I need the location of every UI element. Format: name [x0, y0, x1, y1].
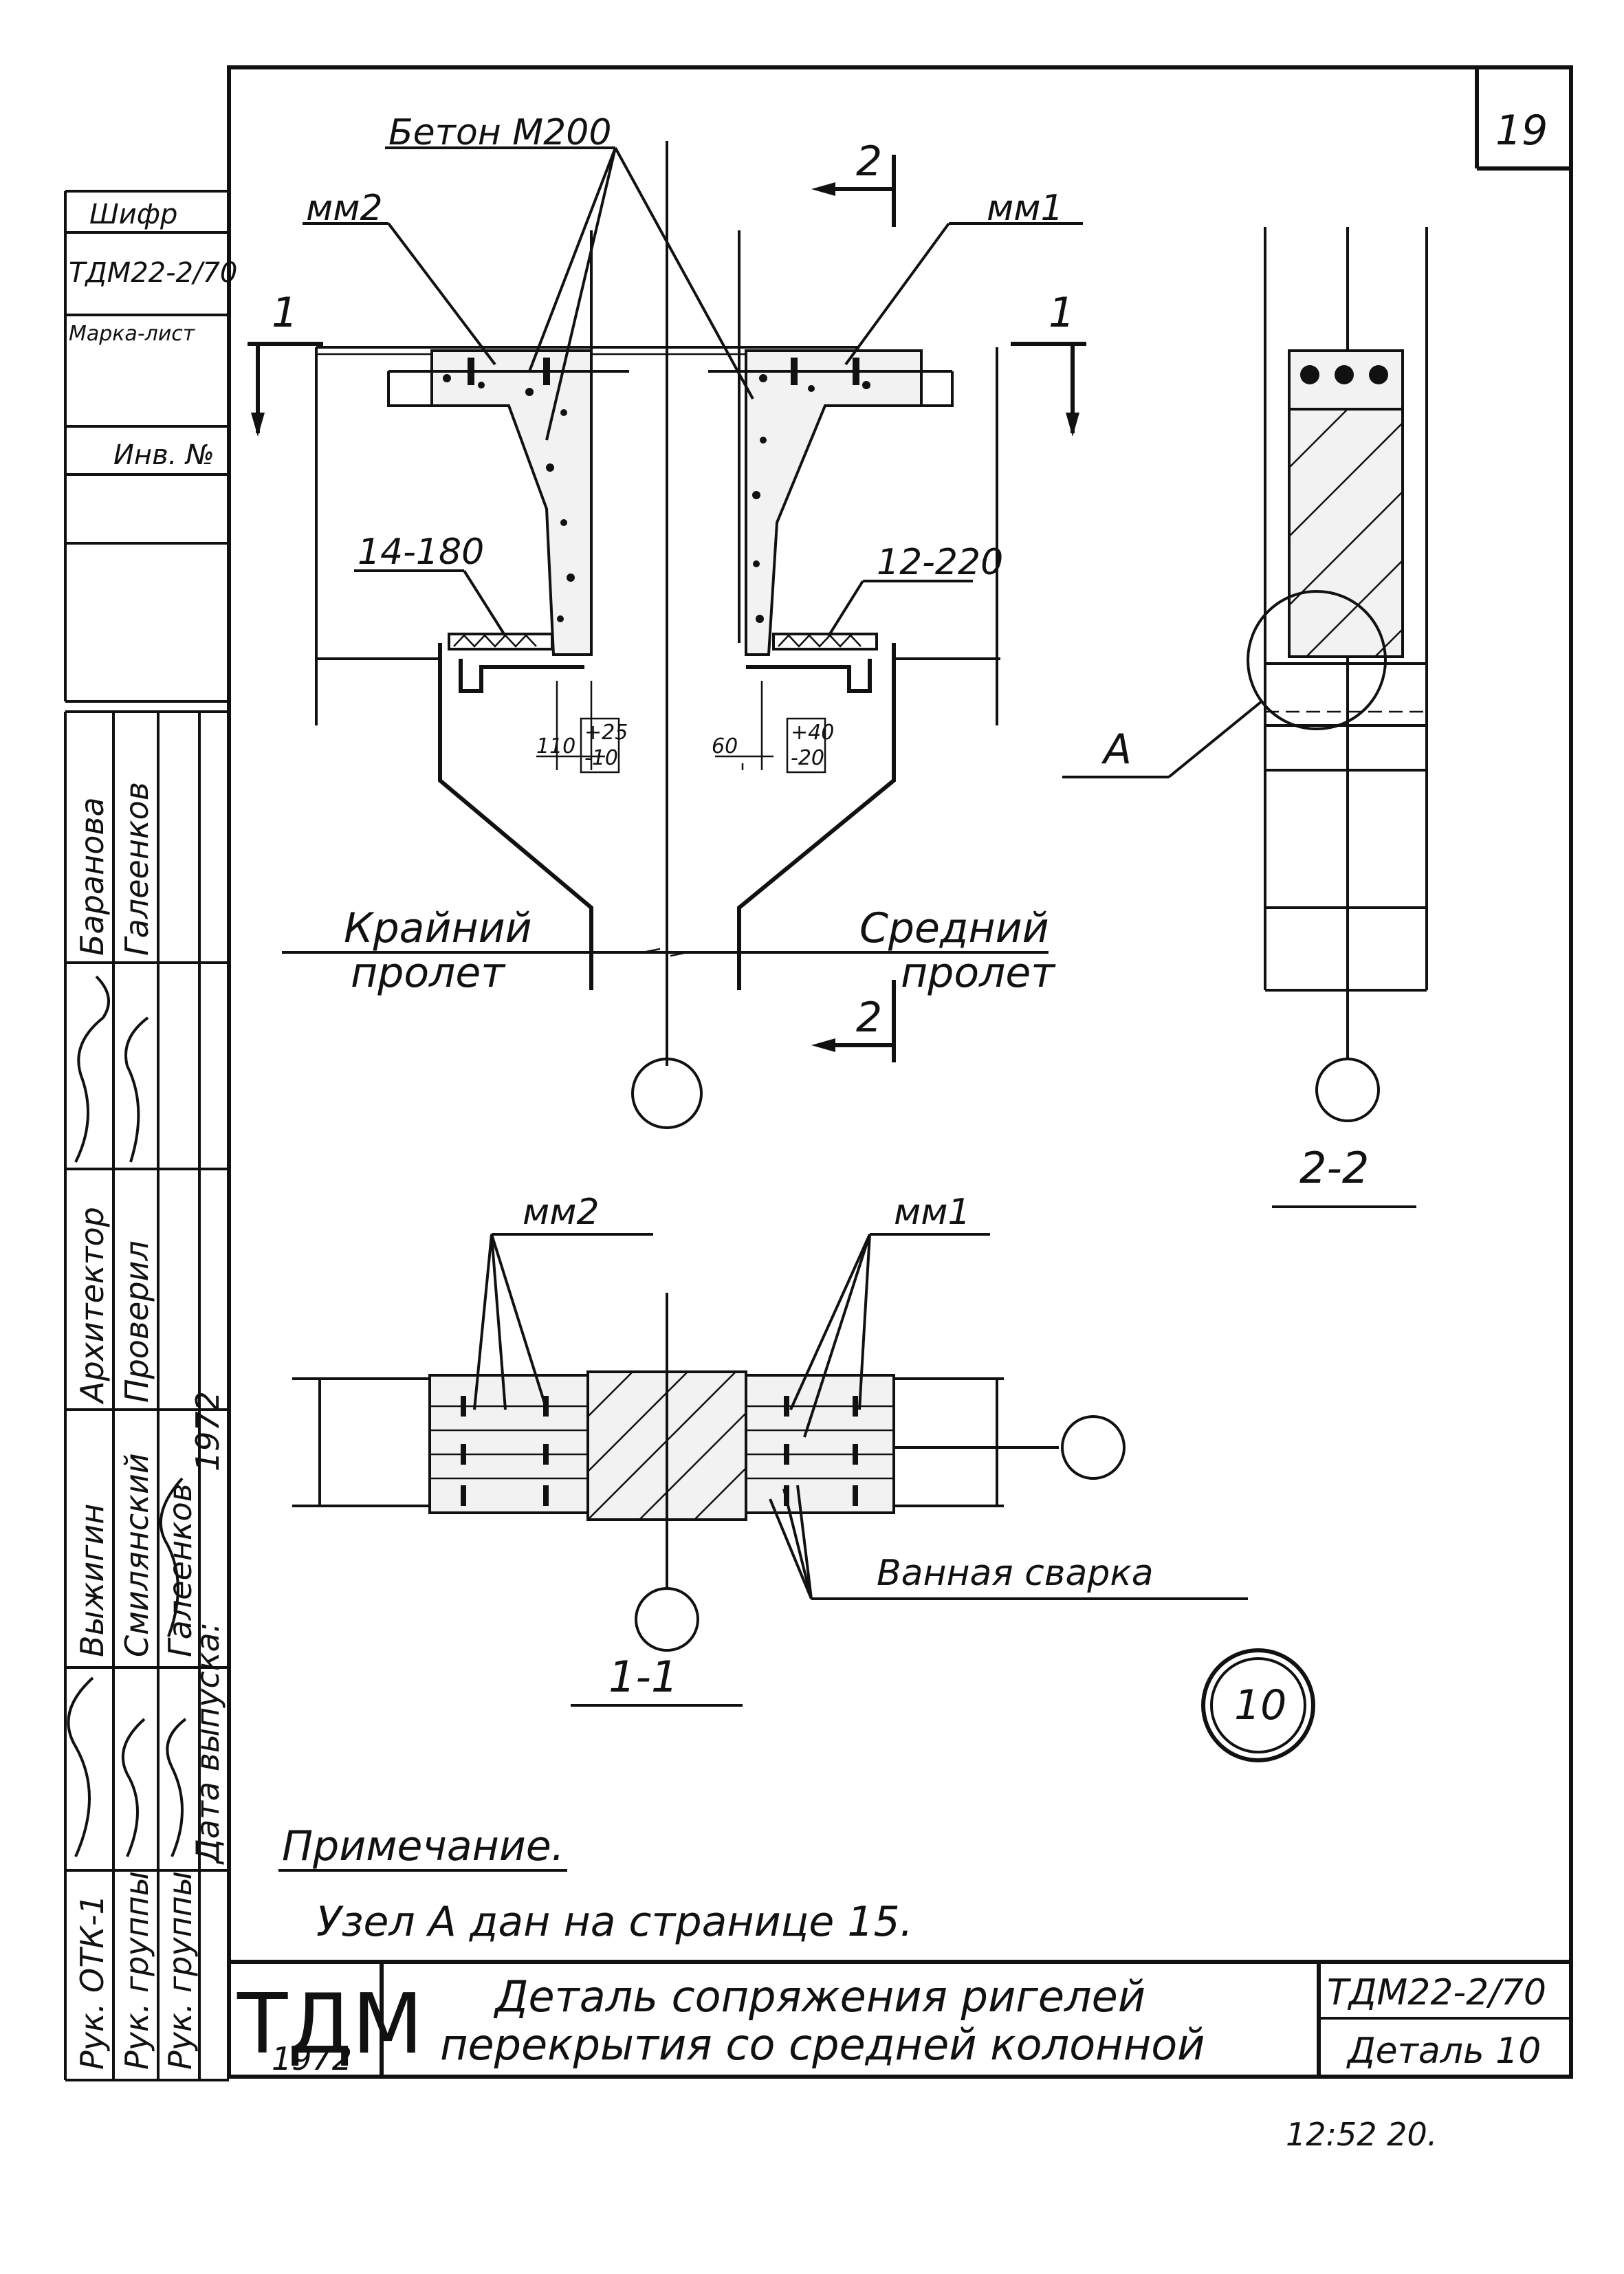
- axis-bubble-main: [631, 1058, 703, 1129]
- span-left-line2: пролет: [351, 949, 506, 997]
- label-mm1-plan: мм1: [894, 1192, 971, 1233]
- row-label-group-2: Рук. группы: [162, 1871, 199, 2070]
- name-galeenkov: Галеенков: [118, 782, 155, 956]
- issue-date-label: Дата выпуска:: [189, 1622, 226, 1865]
- label-bath-welding: Ванная сварка: [877, 1553, 1154, 1594]
- leader-concrete: [528, 147, 754, 441]
- section-1-1-title: 1-1: [608, 1652, 678, 1702]
- label-rebar-left: 14-180: [358, 532, 484, 573]
- sheet-frame: [227, 65, 1573, 2079]
- leader-mm1-top: [844, 222, 950, 366]
- row-label-otk: Рук. ОТК-1: [74, 1894, 111, 2070]
- span-right-line1: Средний: [859, 904, 1049, 952]
- mark-label: Марка-лист: [69, 322, 196, 346]
- section-2-2-view: [1062, 227, 1428, 1208]
- cut-mark-1-right: 1: [1049, 289, 1075, 337]
- issuer-name-2: Галеенков: [162, 1483, 199, 1657]
- leader-rebar-right: [827, 580, 864, 637]
- architect-label: Архитектор: [74, 1207, 111, 1405]
- checked-label: Проверил: [118, 1240, 155, 1403]
- bottom-stamp-numbers: 12:52 20.: [1286, 2116, 1437, 2153]
- handwritten-signatures: [67, 975, 187, 1857]
- title-block-code: ТДМ22-2/70: [1327, 1972, 1546, 2013]
- tol-left-bottom: -10: [584, 746, 618, 770]
- tol-left-top: +25: [584, 721, 628, 745]
- name-baranova: Баранова: [74, 797, 111, 956]
- note-text: Узел А дан на странице 15.: [316, 1898, 913, 1946]
- leader-mm2-top: [387, 222, 496, 366]
- cut-mark-2-top: 2: [856, 138, 882, 186]
- main-section-view: [282, 141, 1049, 1066]
- inventory-label: Инв. №: [113, 439, 215, 471]
- section-1-1-view: [292, 1233, 1315, 1762]
- cipher-stamp: [64, 190, 229, 703]
- title-block-org: ТДМ: [237, 1977, 424, 2073]
- issue-year: 1972: [189, 1391, 226, 1472]
- title-line-1: Деталь сопряжения ригелей: [493, 1971, 1145, 2022]
- span-right-line2: пролет: [901, 949, 1056, 997]
- section-2-2-title: 2-2: [1299, 1143, 1369, 1193]
- cipher-value: ТДМ22-2/70: [69, 257, 237, 289]
- title-block-year: 1972: [272, 2040, 352, 2077]
- dim-110: 110: [536, 734, 575, 758]
- title-block-sheet: Деталь 10: [1346, 2031, 1541, 2072]
- label-mm2-plan: мм2: [523, 1192, 600, 1233]
- node-a-label: А: [1101, 725, 1132, 774]
- tol-right-bottom: -20: [791, 746, 824, 770]
- cut-mark-1-left: 1: [272, 289, 298, 337]
- signature-stamp: [64, 710, 229, 2081]
- tol-right-top: +40: [791, 721, 834, 745]
- row-label-group-1: Рук. группы: [118, 1871, 155, 2070]
- note-heading: Примечание.: [282, 1822, 564, 1870]
- issuer-name-1: Смилянский: [118, 1453, 155, 1657]
- issuer-label: Выжигин: [74, 1504, 111, 1657]
- span-left-line1: Крайний: [344, 904, 532, 952]
- cut-mark-2-bottom: 2: [856, 994, 882, 1042]
- label-rebar-right: 12-220: [877, 542, 1003, 583]
- cipher-label: Шифр: [89, 199, 177, 230]
- title-block: [229, 1960, 1571, 2077]
- title-line-2: перекрытия со средней колонной: [440, 2020, 1205, 2070]
- leader-rebar-left: [463, 569, 507, 637]
- dim-60: 60: [712, 734, 738, 758]
- page-number: 19: [1495, 107, 1548, 155]
- detail-number: 10: [1234, 1681, 1286, 1729]
- section-cut-marks: [248, 155, 1086, 1062]
